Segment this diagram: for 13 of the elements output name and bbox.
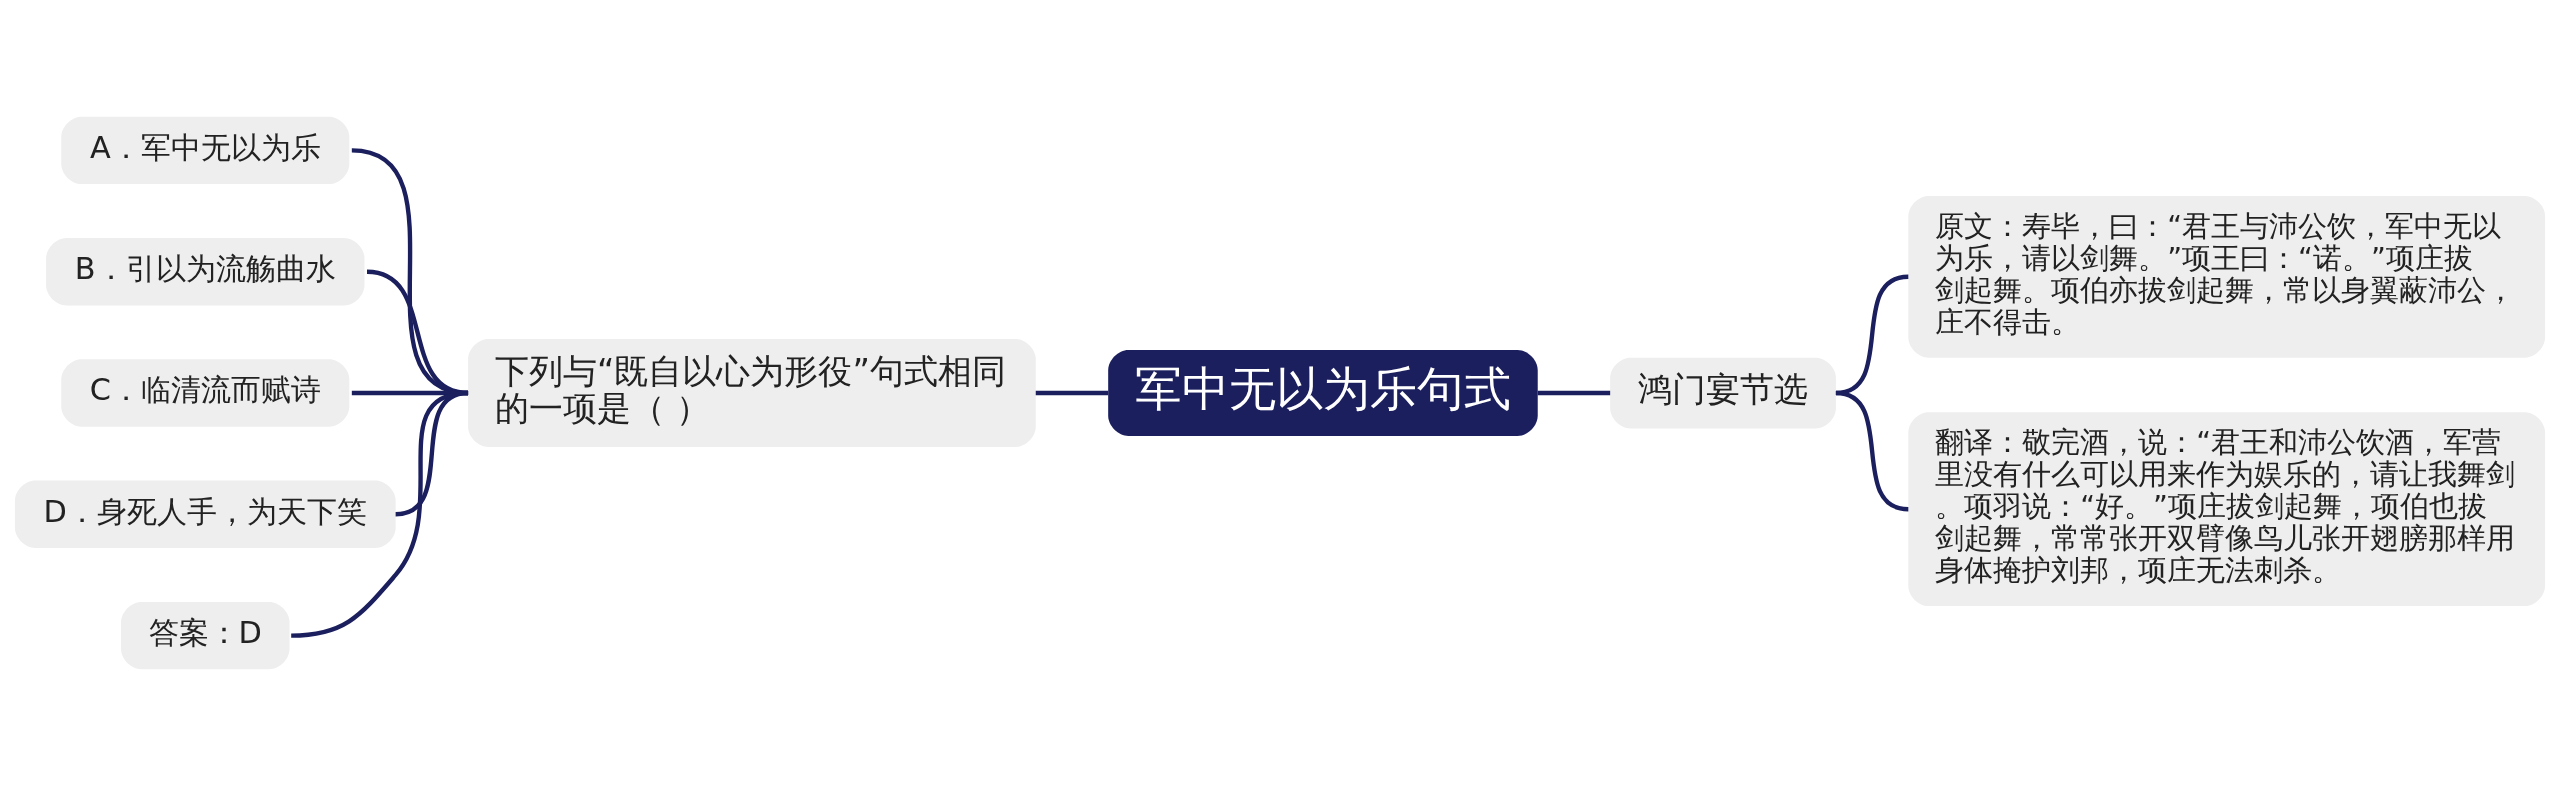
connector	[291, 390, 469, 638]
node-box: 鸿门宴节选	[1610, 357, 1836, 428]
node-box: 军中无以为乐句式	[1108, 349, 1538, 436]
connector	[1537, 390, 1611, 395]
connector	[1035, 390, 1109, 395]
node-box: 答案：D	[121, 601, 290, 669]
node-box: 翻译：敬完酒，说：“君王和沛公饮酒，军营里没有什么可以用来作为娱乐的，请让我舞剑。项羽说：“好。”项庄拔剑起舞，项伯也拔剑起舞，常常张开双臂像鸟儿张开翅膀那样用身体掩护刘邦，项庄无法刺杀。	[1908, 411, 2546, 606]
node-box: C．临清流而赋诗	[61, 358, 350, 427]
node-box: D．身死人手，为天下笑	[14, 480, 396, 548]
connector	[1835, 390, 1909, 511]
node-box: 下列与“既自以心为形役”句式相同的一项是（ ）	[468, 338, 1036, 447]
node-box: A．军中无以为乐	[61, 116, 350, 184]
node-box: 原文：寿毕，曰：“君王与沛公饮，军中无以为乐，请以剑舞。”项王曰：“诺。”项庄拔剑起舞。项伯亦拔剑起舞，常以身翼蔽沛公，庄不得击。	[1908, 195, 2546, 358]
